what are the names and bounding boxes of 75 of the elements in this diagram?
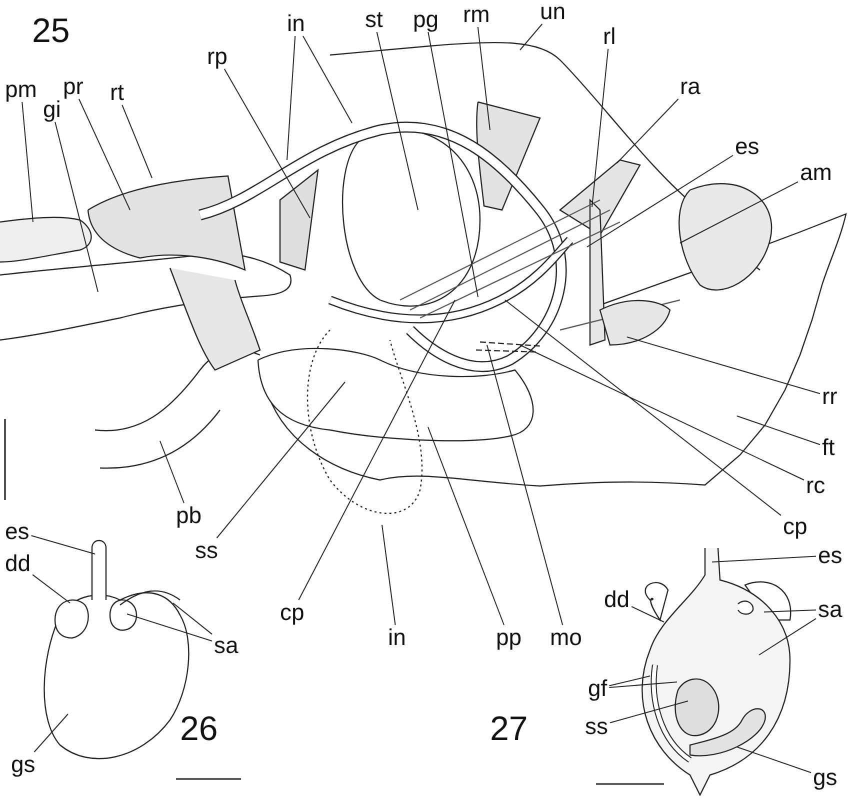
part-label: gi [43,98,61,121]
part-label: pp [496,626,522,649]
leader-line [520,344,804,480]
part-label: pg [413,8,439,31]
figure-number: 27 [490,712,528,746]
leader-line [172,602,212,635]
leader-line [428,426,504,626]
part-label: cp [783,515,808,538]
leader-line [428,32,478,298]
part-label: gs [11,753,36,776]
leader-line [54,122,98,292]
part-label: am [800,161,832,184]
part-label: in [388,626,406,649]
leader-line [286,36,296,160]
leader-line [758,618,816,656]
leader-line [610,700,688,724]
part-label: rr [822,385,838,408]
part-label: sa [214,634,238,657]
leader-line [626,336,820,394]
leader-line [486,344,564,626]
leader-line [216,382,346,538]
leader-line [764,610,816,612]
part-label: pm [5,78,37,101]
part-label: gs [813,766,838,789]
part-label: ss [195,539,218,562]
leader-line [608,676,650,686]
part-label: pb [176,504,202,527]
part-label: pr [63,75,84,98]
part-label: ss [585,715,608,738]
leader-line [504,300,782,516]
leader-line [382,524,396,626]
figure-number: 26 [180,712,218,746]
leader-line [160,440,184,504]
part-label: rl [603,25,616,48]
leader-line [298,300,456,600]
leader-line [520,24,543,50]
leader-line [736,416,820,446]
part-label: dd [5,552,31,575]
part-label: dd [604,588,630,611]
leader-line [34,714,68,752]
leader-line [608,682,678,688]
leader-line [592,48,609,208]
part-label: rm [463,3,490,26]
part-label: sa [818,598,842,621]
leader-line [616,98,679,164]
part-label: rt [110,81,124,104]
part-label: ft [822,436,835,459]
part-label: es [818,544,842,567]
leader-line [224,68,310,218]
leader-line [631,606,664,622]
part-label: cp [280,601,304,624]
part-label: st [365,8,383,31]
leader-line [376,32,418,210]
leader-line [586,154,734,248]
figure-number: 25 [32,14,70,48]
leader-line [302,36,352,124]
leader-line [477,26,490,130]
part-label: un [540,0,566,23]
part-label: rc [806,474,826,497]
part-label: es [735,135,760,158]
leader-line [126,614,212,642]
leader-line [680,181,798,244]
leader-line [30,535,96,554]
leader-line [712,556,816,562]
leader-line [32,574,70,604]
leader-line [78,98,130,210]
part-label: gf [588,677,608,700]
part-label: ra [680,75,700,98]
leader-line [22,102,34,222]
part-label: es [5,520,30,543]
leader-line [122,104,152,178]
part-label: in [287,12,305,35]
leader-line [736,746,812,774]
part-label: rp [207,45,228,68]
part-label: mo [550,626,582,649]
